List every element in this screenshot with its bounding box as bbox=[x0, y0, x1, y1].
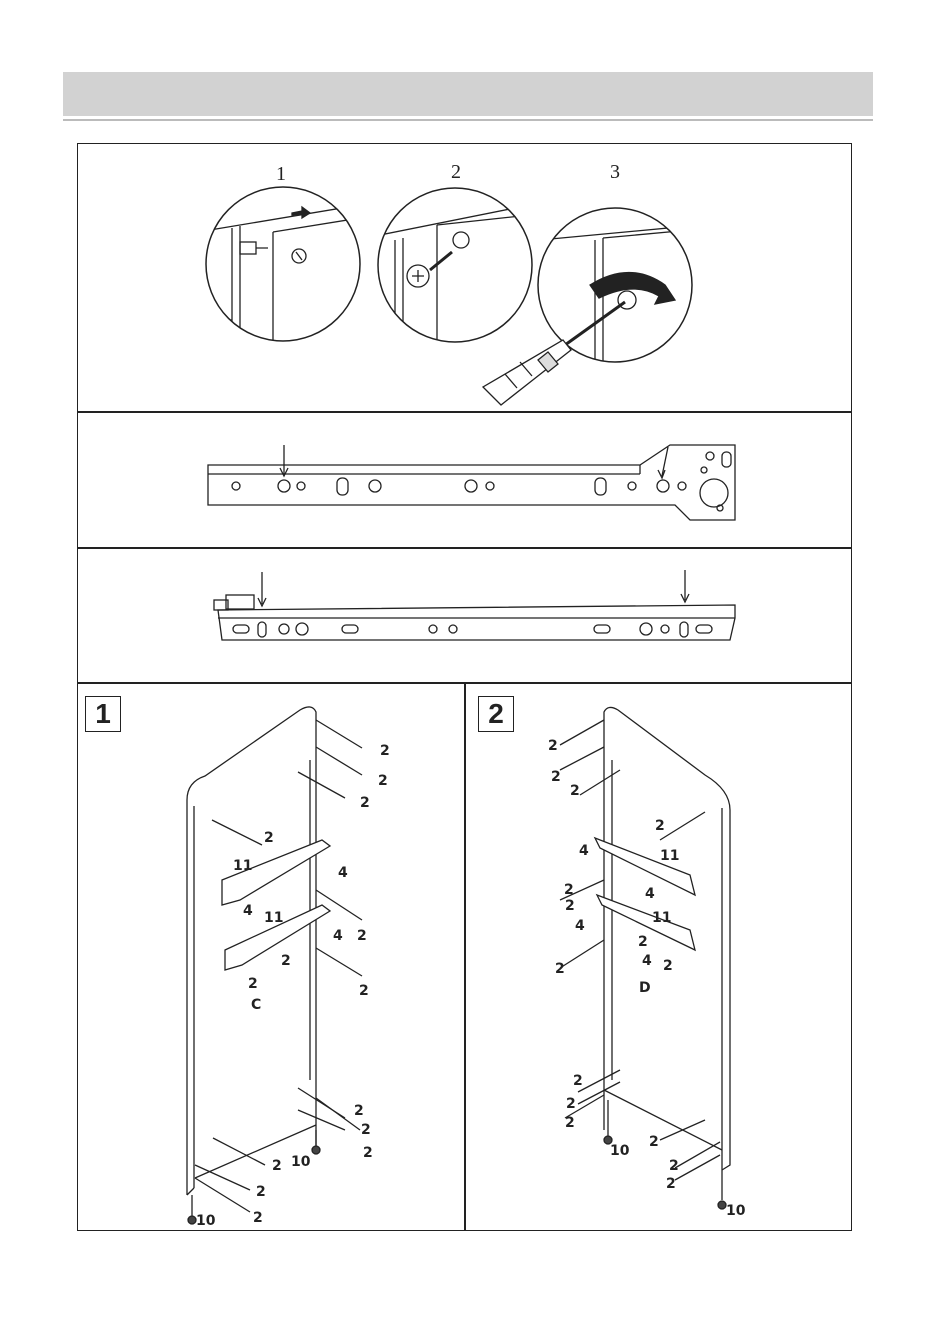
step1-illustration bbox=[206, 187, 360, 350]
label: 2 bbox=[663, 958, 673, 974]
label: 10 bbox=[196, 1213, 216, 1229]
label: 10 bbox=[291, 1154, 311, 1170]
label: 2 bbox=[378, 773, 388, 789]
label: 2 bbox=[638, 934, 648, 950]
label: 2 bbox=[570, 783, 580, 799]
label: 2 bbox=[573, 1073, 583, 1089]
rail-b bbox=[214, 570, 735, 640]
label: 11 bbox=[233, 858, 252, 874]
label: 2 bbox=[649, 1134, 659, 1150]
label: 2 bbox=[361, 1122, 371, 1138]
label: 2 bbox=[565, 898, 575, 914]
rail-a bbox=[208, 445, 735, 520]
panel-1-marker: C bbox=[251, 997, 261, 1013]
label: 4 bbox=[642, 953, 652, 969]
label: 2 bbox=[551, 769, 561, 785]
label: 2 bbox=[363, 1145, 373, 1161]
label: 10 bbox=[726, 1203, 746, 1219]
panel-2-number: 2 bbox=[478, 696, 514, 732]
label: 2 bbox=[565, 1115, 575, 1131]
label: 4 bbox=[575, 918, 585, 934]
label: 4 bbox=[579, 843, 589, 859]
panel-1-labels: 2 2 2 2 11 4 4 11 4 2 2 2 2 2 2 2 2 10 2… bbox=[196, 743, 390, 1229]
label: 11 bbox=[660, 848, 679, 864]
label: 2 bbox=[566, 1096, 576, 1112]
panel-1-number: 1 bbox=[85, 696, 121, 732]
label: 11 bbox=[652, 910, 671, 926]
panel-1-board bbox=[187, 707, 362, 1224]
label: 2 bbox=[272, 1158, 282, 1174]
label: 4 bbox=[243, 903, 253, 919]
label: 2 bbox=[359, 983, 369, 999]
label: 2 bbox=[669, 1158, 679, 1174]
label: 11 bbox=[264, 910, 283, 926]
label: 2 bbox=[264, 830, 274, 846]
label: 4 bbox=[338, 865, 348, 881]
label: 2 bbox=[555, 961, 565, 977]
label: 2 bbox=[281, 953, 291, 969]
label: 4 bbox=[333, 928, 343, 944]
step2-illustration bbox=[378, 188, 532, 350]
label: 2 bbox=[248, 976, 258, 992]
label: 2 bbox=[253, 1210, 263, 1226]
panel-2-marker: D bbox=[639, 980, 651, 996]
label: 4 bbox=[645, 886, 655, 902]
label: 2 bbox=[354, 1103, 364, 1119]
label: 2 bbox=[360, 795, 370, 811]
label: 2 bbox=[380, 743, 390, 759]
label: 2 bbox=[564, 882, 574, 898]
label: 2 bbox=[357, 928, 367, 944]
label: 2 bbox=[655, 818, 665, 834]
label: 2 bbox=[548, 738, 558, 754]
label: 10 bbox=[610, 1143, 630, 1159]
label: 2 bbox=[666, 1176, 676, 1192]
label: 2 bbox=[256, 1184, 266, 1200]
